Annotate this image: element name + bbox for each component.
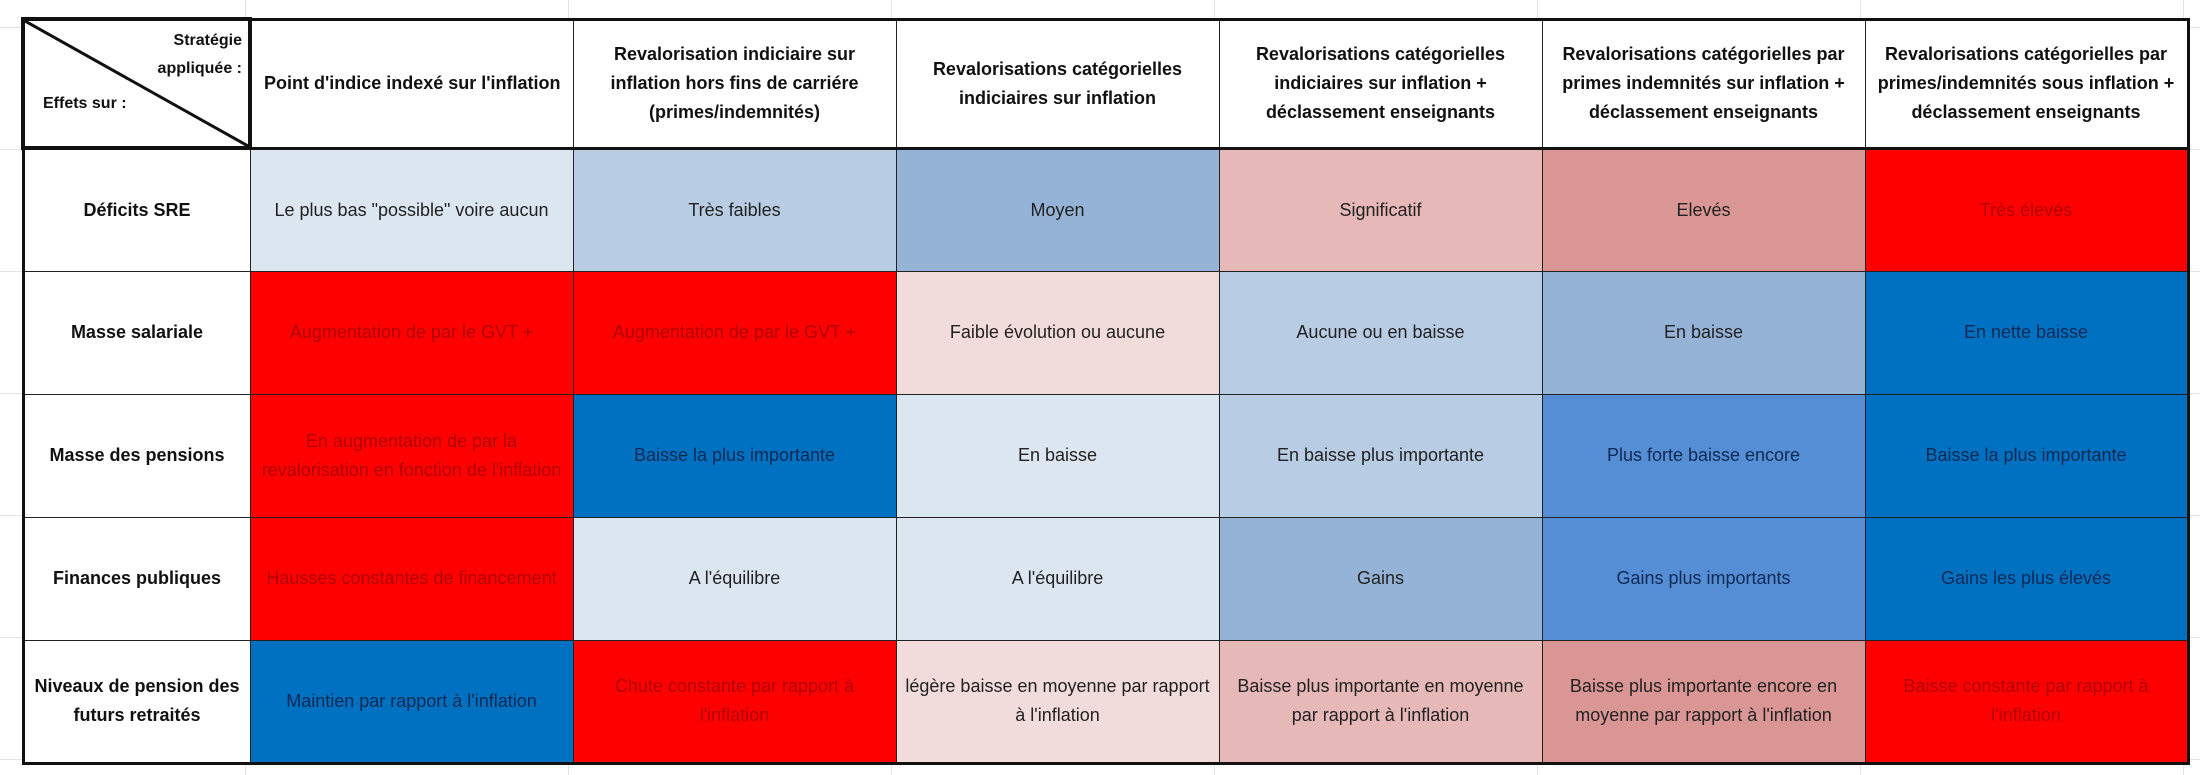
strategy-header-1[interactable]: Point d'indice indexé sur l'inflation bbox=[249, 18, 574, 150]
effect-cell[interactable]: Gains les plus élevés bbox=[1864, 516, 2189, 641]
effect-label[interactable]: Masse salariale bbox=[22, 270, 251, 395]
diagonal-divider bbox=[25, 21, 248, 146]
effect-cell[interactable]: Plus forte baisse encore bbox=[1541, 393, 1866, 518]
effect-cell[interactable]: Baisse la plus importante bbox=[572, 393, 897, 518]
effect-cell[interactable]: Baisse constante par rapport à l'inflati… bbox=[1864, 639, 2189, 764]
strategy-effects-table: Stratégie appliquée : Effets sur : Point… bbox=[21, 17, 2190, 765]
effect-cell[interactable]: En baisse bbox=[895, 393, 1220, 518]
effect-cell[interactable]: Baisse la plus importante bbox=[1864, 393, 2189, 518]
effect-cell[interactable]: Gains plus importants bbox=[1541, 516, 1866, 641]
effect-label[interactable]: Finances publiques bbox=[22, 516, 251, 641]
strategy-header-5[interactable]: Revalorisations catégorielles par primes… bbox=[1541, 18, 1866, 150]
effect-label[interactable]: Déficits SRE bbox=[22, 147, 251, 272]
effect-cell[interactable]: En augmentation de par la revalorisation… bbox=[249, 393, 574, 518]
header-row: Stratégie appliquée : Effets sur : Point… bbox=[21, 17, 2189, 150]
effects-label: Effets sur : bbox=[43, 95, 127, 112]
effect-label[interactable]: Niveaux de pension des futurs retraités bbox=[22, 639, 251, 764]
effect-cell[interactable]: Chute constante par rapport à l'inflatio… bbox=[572, 639, 897, 764]
effect-cell[interactable]: Très élevés bbox=[1864, 147, 2189, 272]
strategy-header-3[interactable]: Revalorisations catégorielles indiciaire… bbox=[895, 18, 1220, 150]
strategy-header-6[interactable]: Revalorisations catégorielles par primes… bbox=[1864, 18, 2189, 150]
effect-cell[interactable]: Augmentation de par le GVT + bbox=[249, 270, 574, 395]
effect-cell[interactable]: A l'équilibre bbox=[572, 516, 897, 641]
effect-cell[interactable]: Moyen bbox=[895, 147, 1220, 272]
effect-cell[interactable]: Maintien par rapport à l'inflation bbox=[249, 639, 574, 764]
effect-cell[interactable]: En baisse bbox=[1541, 270, 1866, 395]
effect-cell[interactable]: Baisse plus importante en moyenne par ra… bbox=[1218, 639, 1543, 764]
effect-cell[interactable]: légère baisse en moyenne par rapport à l… bbox=[895, 639, 1220, 764]
effect-cell[interactable]: Hausses constantes de financement bbox=[249, 516, 574, 641]
effect-cell[interactable]: Le plus bas "possible" voire aucun bbox=[249, 147, 574, 272]
effect-cell[interactable]: Gains bbox=[1218, 516, 1543, 641]
effect-cell[interactable]: Significatif bbox=[1218, 147, 1543, 272]
effect-cell[interactable]: A l'équilibre bbox=[895, 516, 1220, 641]
effect-label[interactable]: Masse des pensions bbox=[22, 393, 251, 518]
strategy-label: Stratégie appliquée : bbox=[157, 32, 242, 77]
corner-header-cell[interactable]: Stratégie appliquée : Effets sur : bbox=[21, 17, 252, 150]
effect-cell[interactable]: Augmentation de par le GVT + bbox=[572, 270, 897, 395]
effect-cell[interactable]: Faible évolution ou aucune bbox=[895, 270, 1220, 395]
effect-cell[interactable]: Elevés bbox=[1541, 147, 1866, 272]
effect-cell[interactable]: Très faibles bbox=[572, 147, 897, 272]
strategy-header-2[interactable]: Revalorisation indiciaire sur inflation … bbox=[572, 18, 897, 150]
effect-cell[interactable]: En nette baisse bbox=[1864, 270, 2189, 395]
effect-cell[interactable]: En baisse plus importante bbox=[1218, 393, 1543, 518]
effect-cell[interactable]: Baisse plus importante encore en moyenne… bbox=[1541, 639, 1866, 764]
strategy-header-4[interactable]: Revalorisations catégorielles indiciaire… bbox=[1218, 18, 1543, 150]
effect-cell[interactable]: Aucune ou en baisse bbox=[1218, 270, 1543, 395]
